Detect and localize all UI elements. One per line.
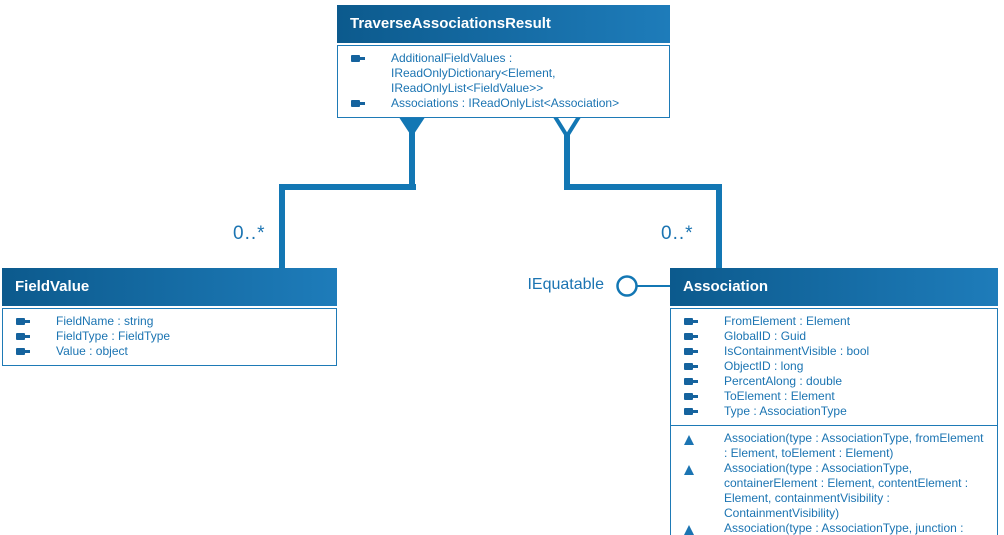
property-icon xyxy=(16,316,31,327)
property-text: FromElement : Element xyxy=(724,314,851,328)
class-header: FieldValue xyxy=(2,268,337,306)
property-icon xyxy=(684,376,699,387)
property-text: Associations : IReadOnlyList<Association… xyxy=(391,96,620,110)
property-row: ObjectID : long xyxy=(671,359,997,374)
property-row: FieldName : string xyxy=(3,314,336,329)
multiplicity-label-left: 0..* xyxy=(233,223,266,244)
property-text: PercentAlong : double xyxy=(724,374,843,388)
property-text: FieldName : string xyxy=(56,314,154,328)
constructor-icon xyxy=(684,435,694,445)
lollipop-circle-icon xyxy=(616,275,638,297)
property-text: Type : AssociationType xyxy=(724,404,847,418)
class-box-fieldvalue[interactable]: FieldValue FieldName : string FieldType … xyxy=(2,268,337,366)
class-header: TraverseAssociationsResult xyxy=(337,5,670,43)
property-icon xyxy=(351,98,366,109)
constructor-icon xyxy=(684,525,694,535)
property-row: AdditionalFieldValues : IReadOnlyDiction… xyxy=(338,51,669,96)
interface-label-iequatable: IEquatable xyxy=(527,276,604,293)
property-text: GlobalID : Guid xyxy=(724,329,807,343)
constructor-text: Association(type : AssociationType, cont… xyxy=(724,461,969,520)
property-row: Value : object xyxy=(3,344,336,359)
aggregation-vertical-line xyxy=(716,184,722,268)
aggregation-horizontal-line xyxy=(564,184,722,190)
property-icon xyxy=(684,391,699,402)
constructor-icon xyxy=(684,465,694,475)
property-text: FieldType : FieldType xyxy=(56,329,171,343)
property-row: Associations : IReadOnlyList<Association… xyxy=(338,96,669,111)
property-text: ObjectID : long xyxy=(724,359,804,373)
class-title: FieldValue xyxy=(15,278,90,295)
property-row: FieldType : FieldType xyxy=(3,329,336,344)
constructor-text: Association(type : AssociationType, from… xyxy=(724,431,984,460)
constructor-text: Association(type : AssociationType, junc… xyxy=(724,521,964,535)
constructors-section: Association(type : AssociationType, from… xyxy=(671,425,997,535)
composition-horizontal-line xyxy=(279,184,416,190)
properties-section: FieldName : string FieldType : FieldType… xyxy=(3,309,336,365)
property-icon xyxy=(684,406,699,417)
constructor-row: Association(type : AssociationType, cont… xyxy=(671,461,997,521)
property-icon xyxy=(16,331,31,342)
class-title: Association xyxy=(683,278,769,295)
class-box-traverseassociationsresult[interactable]: TraverseAssociationsResult AdditionalFie… xyxy=(337,5,670,118)
constructor-row: Association(type : AssociationType, from… xyxy=(671,431,997,461)
class-members: FromElement : Element GlobalID : Guid Is… xyxy=(670,308,998,535)
multiplicity-label-right: 0..* xyxy=(661,223,694,244)
property-text: AdditionalFieldValues : IReadOnlyDiction… xyxy=(391,51,556,95)
properties-section: FromElement : Element GlobalID : Guid Is… xyxy=(671,309,997,425)
property-icon xyxy=(684,346,699,357)
property-row: ToElement : Element xyxy=(671,389,997,404)
property-row: FromElement : Element xyxy=(671,314,997,329)
property-row: PercentAlong : double xyxy=(671,374,997,389)
aggregation-stem xyxy=(564,130,570,190)
composition-stem xyxy=(409,128,415,190)
property-icon xyxy=(684,331,699,342)
property-icon xyxy=(684,361,699,372)
lollipop-line xyxy=(636,285,670,287)
class-header: Association xyxy=(670,268,998,306)
properties-section: AdditionalFieldValues : IReadOnlyDiction… xyxy=(338,46,669,117)
property-icon xyxy=(351,53,366,64)
property-text: ToElement : Element xyxy=(724,389,835,403)
property-text: Value : object xyxy=(56,344,128,358)
property-text: IsContainmentVisible : bool xyxy=(724,344,870,358)
property-row: Type : AssociationType xyxy=(671,404,997,419)
constructor-row: Association(type : AssociationType, junc… xyxy=(671,521,997,535)
property-icon xyxy=(684,316,699,327)
composition-vertical-line xyxy=(279,184,285,268)
class-title: TraverseAssociationsResult xyxy=(350,15,551,32)
class-box-association[interactable]: Association FromElement : Element Global… xyxy=(670,268,998,535)
property-row: GlobalID : Guid xyxy=(671,329,997,344)
class-members: FieldName : string FieldType : FieldType… xyxy=(2,308,337,366)
property-icon xyxy=(16,346,31,357)
property-row: IsContainmentVisible : bool xyxy=(671,344,997,359)
class-members: AdditionalFieldValues : IReadOnlyDiction… xyxy=(337,45,670,118)
